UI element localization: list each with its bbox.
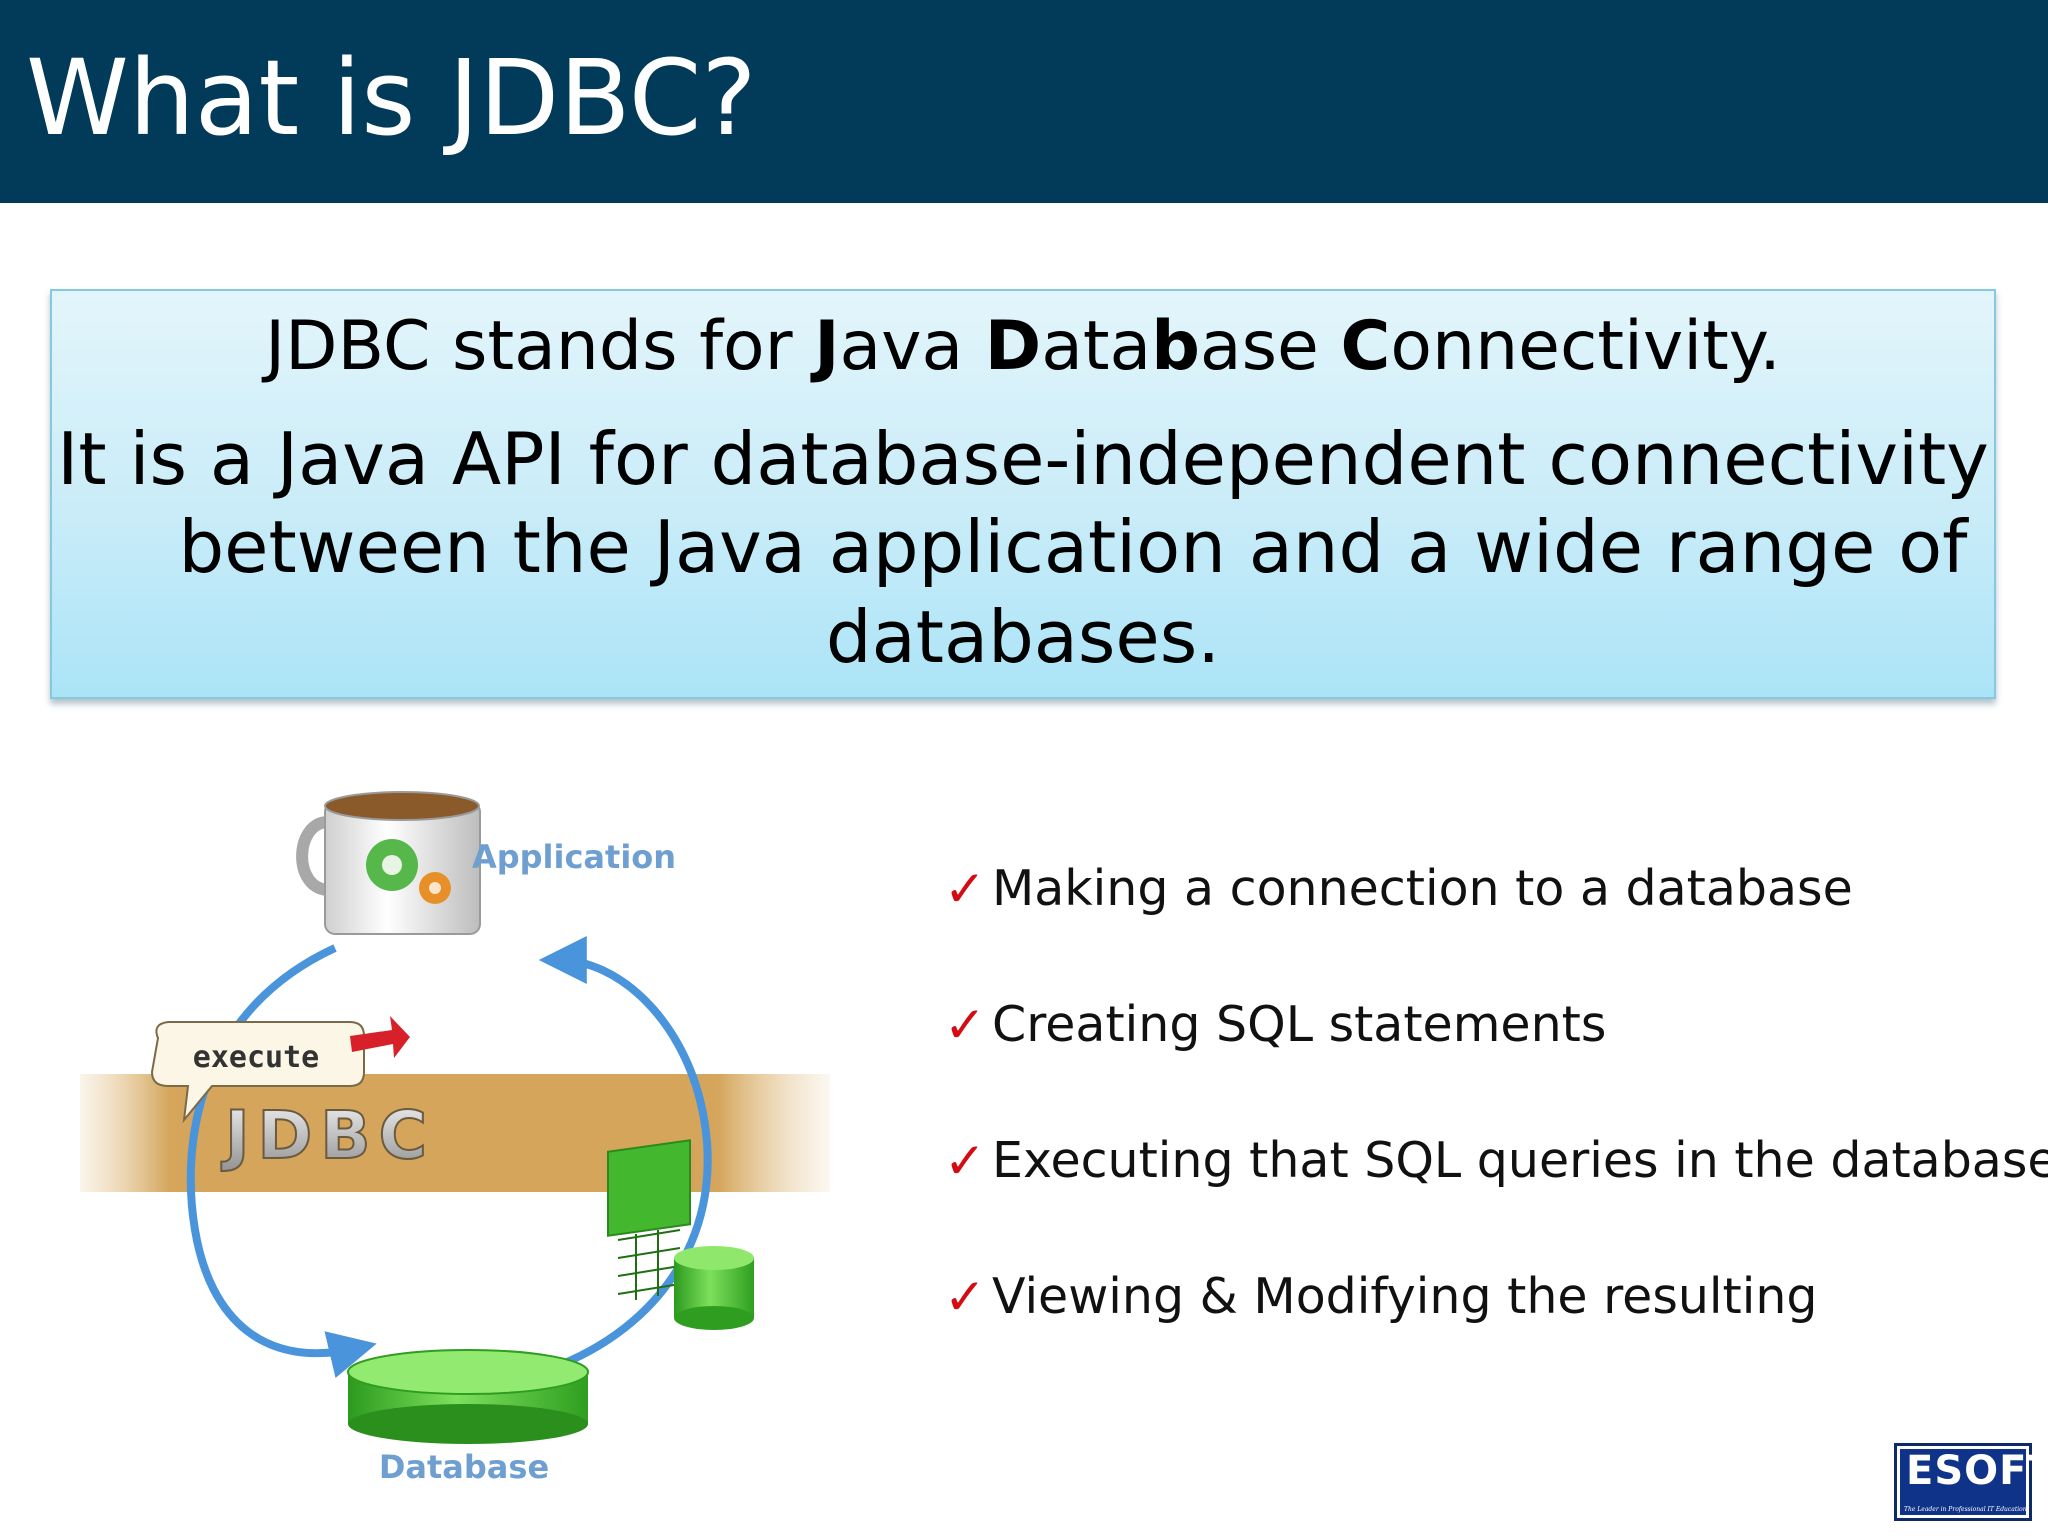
execute-bubble [150, 1021, 365, 1124]
check-icon: ✓ [944, 1132, 986, 1190]
jdbc-band-label: JDBC [221, 1097, 435, 1174]
definition-box: JDBC stands for Java Database Connectivi… [50, 289, 1996, 699]
application-label: Application [472, 838, 676, 876]
definition-line-3: between the Java application and a wide … [178, 505, 1968, 589]
esoft-logo-tagline: The Leader in Professional IT Education [1904, 1506, 2027, 1513]
database-cylinder-icon [347, 1349, 589, 1444]
checklist-item: ✓Executing that SQL queries in the datab… [944, 1132, 2048, 1190]
checklist-item: ✓Viewing & Modifying the resulting [944, 1268, 1818, 1326]
esoft-logo-word: ESOFT [1906, 1448, 2048, 1494]
right-flow-arrow [538, 936, 712, 1369]
check-icon: ✓ [944, 860, 986, 918]
left-flow-arrow [186, 944, 377, 1378]
definition-line-1: JDBC stands for Java Database Connectivi… [265, 307, 1781, 386]
database-label: Database [379, 1448, 549, 1486]
check-icon: ✓ [944, 1268, 986, 1326]
jdbc-diagram-svg: JDBC execute Application [80, 791, 830, 1486]
check-icon: ✓ [944, 996, 986, 1054]
execute-arrow [350, 1016, 410, 1058]
esoft-logo-background: ESOFT The Leader in Professional IT Educ… [1900, 1449, 2048, 1515]
jdbc-diagram: JDBC execute Application [80, 760, 860, 1500]
checklist-item: ✓Making a connection to a database [944, 860, 1853, 918]
execute-label: execute [193, 1040, 319, 1075]
definition-line-2: It is a Java API for database-independen… [57, 417, 1989, 501]
application-mug-icon [296, 791, 481, 935]
result-set-icon [607, 1139, 754, 1330]
slide-title: What is JDBC? [26, 37, 757, 159]
definition-line-4: databases. [825, 595, 1221, 679]
checklist-item: ✓Creating SQL statements [944, 996, 1607, 1054]
esoft-logo: ESOFT The Leader in Professional IT Educ… [1894, 1443, 2048, 1521]
title-bar: What is JDBC? [0, 0, 2048, 203]
